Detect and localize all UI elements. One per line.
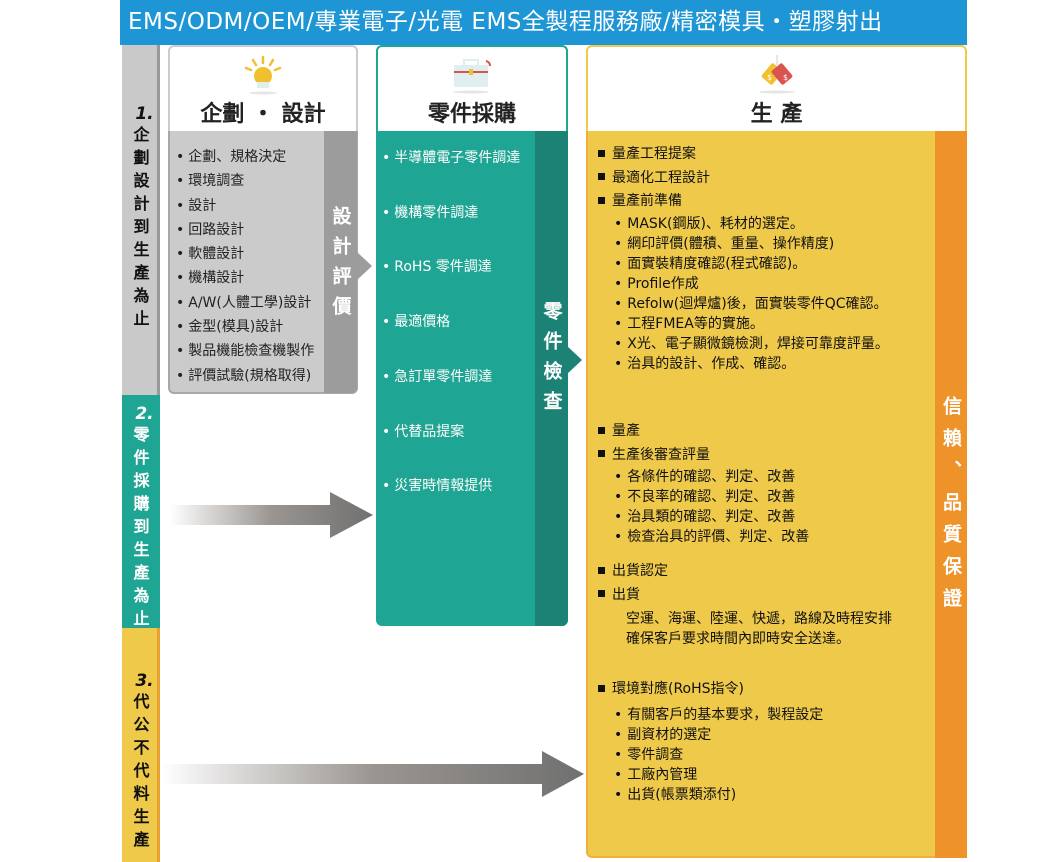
list-item: 機構零件調達 [382, 186, 520, 241]
quality-assurance-label: 信賴、品質保證 [940, 396, 962, 620]
list-item: 企劃、規格決定 [176, 145, 314, 169]
production-body: 量產工程提案最適化工程設計量產前準備MASK(鋼版)、耗材的選定。網印評價(體積… [586, 131, 967, 858]
production-subitem: MASK(鋼版)、耗材的選定。 [598, 214, 889, 234]
planning-header: 企劃 ・ 設計 [168, 45, 358, 132]
list-item: 急訂單零件調達 [382, 350, 520, 405]
procurement-header: 零件採購 [376, 45, 568, 132]
production-subitem: 有關客戶的基本要求，製程設定 [598, 705, 823, 725]
list-item: A/W(人體工學)設計 [176, 291, 314, 315]
design-evaluation-strip: 設計評價 [324, 131, 357, 393]
list-item: 製品機能檢查機製作 [176, 339, 314, 363]
production-subitem: 檢查治具的評價、判定、改善 [598, 527, 892, 547]
list-item: 災害時情報提供 [382, 459, 520, 514]
production-subitem: Refolw(迴焊爐)後，面實裝零件QC確認。 [598, 294, 889, 314]
stage-3: 3.代公不代料生產 [122, 628, 160, 862]
shipping-note: 空運、海運、陸運、快遞，路線及時程安排 [626, 611, 892, 627]
production-heading: 量產前準備 [598, 190, 889, 214]
procurement-title: 零件採購 [427, 102, 516, 127]
production-subitem: 工程FMEA等的實施。 [598, 314, 889, 334]
list-item: 軟體設計 [176, 242, 314, 266]
production-heading: 最適化工程設計 [598, 167, 889, 191]
production-heading: 出貨 [598, 584, 892, 608]
parts-inspection-strip: 零件檢查 [535, 131, 568, 626]
production-subitem: 零件調查 [598, 745, 823, 765]
list-item: RoHS 零件調達 [382, 240, 520, 295]
shipping-note: 確保客戶要求時間內即時安全送達。 [626, 631, 850, 647]
quality-assurance-strip: 信賴、品質保證 [935, 131, 967, 858]
production-subitem: 工廠內管理 [598, 765, 823, 785]
list-item: 評價試驗(規格取得) [176, 364, 314, 388]
list-item: 設計 [176, 194, 314, 218]
list-item: 最適價格 [382, 295, 520, 350]
production-subitem: 副資材的選定 [598, 725, 823, 745]
svg-text:$: $ [783, 73, 788, 82]
list-item: 回路設計 [176, 218, 314, 242]
toolbox-icon [453, 59, 491, 94]
list-item: 機構設計 [176, 266, 314, 290]
stage-label: 代公不代料生產 [130, 693, 150, 854]
stage-1: 1.企劃設計到生產為止 [122, 45, 160, 395]
production-subitem: 出貨(帳票類添付) [598, 785, 823, 805]
production-heading: 量產 [598, 420, 892, 444]
production-subitem: 治具的設計、作成、確認。 [598, 354, 889, 374]
list-item: 環境調查 [176, 169, 314, 193]
list-item: 代替品提案 [382, 405, 520, 460]
production-title: 生 產 [750, 102, 803, 127]
production-heading: 量產工程提案 [598, 143, 889, 167]
production-subitem: Profile作成 [598, 274, 889, 294]
production-subitem: 面實裝精度確認(程式確認)。 [598, 254, 889, 274]
planning-title: 企劃 ・ 設計 [200, 102, 326, 127]
parts-inspection-label: 零件檢查 [540, 301, 563, 421]
production-heading: 生產後審查評量 [598, 444, 892, 468]
design-evaluation-label: 設計評價 [329, 206, 352, 326]
list-item: 半導體電子零件調達 [382, 131, 520, 186]
production-heading: 環境對應(RoHS指令) [598, 678, 823, 702]
stage-number: 1. [135, 104, 154, 124]
arrow-right-icon [567, 346, 582, 374]
flow-arrow-stage-3 [162, 751, 584, 797]
production-subitem: 治具類的確認、判定、改善 [598, 507, 892, 527]
stage-label: 企劃設計到生產為止 [130, 126, 150, 333]
production-header: $$ 生 產 [586, 45, 967, 132]
stage-2: 2.零件採購到生產為止 [122, 395, 160, 633]
production-subitem: 網印評價(體積、重量、操作精度) [598, 234, 889, 254]
list-item: 金型(模具)設計 [176, 315, 314, 339]
stage-number: 2. [135, 404, 154, 424]
svg-text:$: $ [767, 73, 772, 82]
production-heading: 出貨認定 [598, 560, 892, 584]
stage-label: 零件採購到生產為止 [130, 426, 150, 633]
price-tag-icon: $$ [758, 55, 795, 94]
page-title: EMS/ODM/OEM/專業電子/光電 EMS全製程服務廠/精密模具・塑膠射出 [120, 0, 967, 45]
stage-number: 3. [135, 671, 154, 691]
production-subitem: 不良率的確認、判定、改善 [598, 487, 892, 507]
arrow-right-icon [357, 252, 372, 280]
production-subitem: 各條件的確認、判定、改善 [598, 467, 892, 487]
lightbulb-icon [244, 55, 282, 95]
flow-arrow-stage-2 [170, 492, 373, 538]
production-subitem: X光、電子顯微鏡檢測，焊接可靠度評量。 [598, 334, 889, 354]
